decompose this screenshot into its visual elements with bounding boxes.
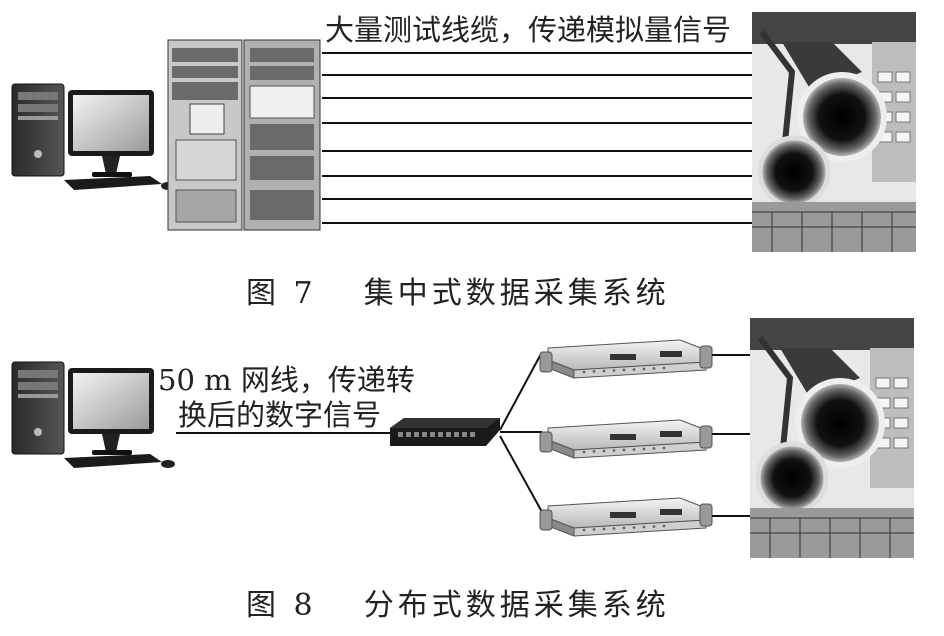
test-cable-lines <box>322 52 752 224</box>
figure8-caption-text: 分布式数据采集系统 <box>363 588 670 623</box>
desktop-computer-icon <box>11 361 176 469</box>
figure7-caption: 图 7 集中式数据采集系统 <box>246 268 670 312</box>
daq-module-icon <box>539 497 713 537</box>
switch-branch-lines <box>499 351 543 513</box>
daq-module-icon <box>539 339 713 379</box>
engine-test-photo-icon <box>752 12 916 252</box>
desktop-computer-icon <box>11 83 176 191</box>
figure7-caption-number: 图 7 <box>246 276 317 311</box>
network-label-line1: 50 m 网线，传递转 <box>158 363 415 397</box>
figure8-caption: 图 8 分布式数据采集系统 <box>246 580 670 624</box>
cable-label: 大量测试线缆，传递模拟量信号 <box>325 13 732 47</box>
figure7-caption-text: 集中式数据采集系统 <box>363 276 670 311</box>
rack-cabinet-icon <box>167 39 321 231</box>
engine-test-photo-icon <box>750 318 914 558</box>
module-sensor-lines <box>712 354 750 517</box>
network-label-line2: 换后的数字信号 <box>178 398 382 432</box>
figure8-caption-number: 图 8 <box>246 588 317 623</box>
daq-module-icon <box>539 419 713 459</box>
network-switch-icon <box>390 418 500 446</box>
